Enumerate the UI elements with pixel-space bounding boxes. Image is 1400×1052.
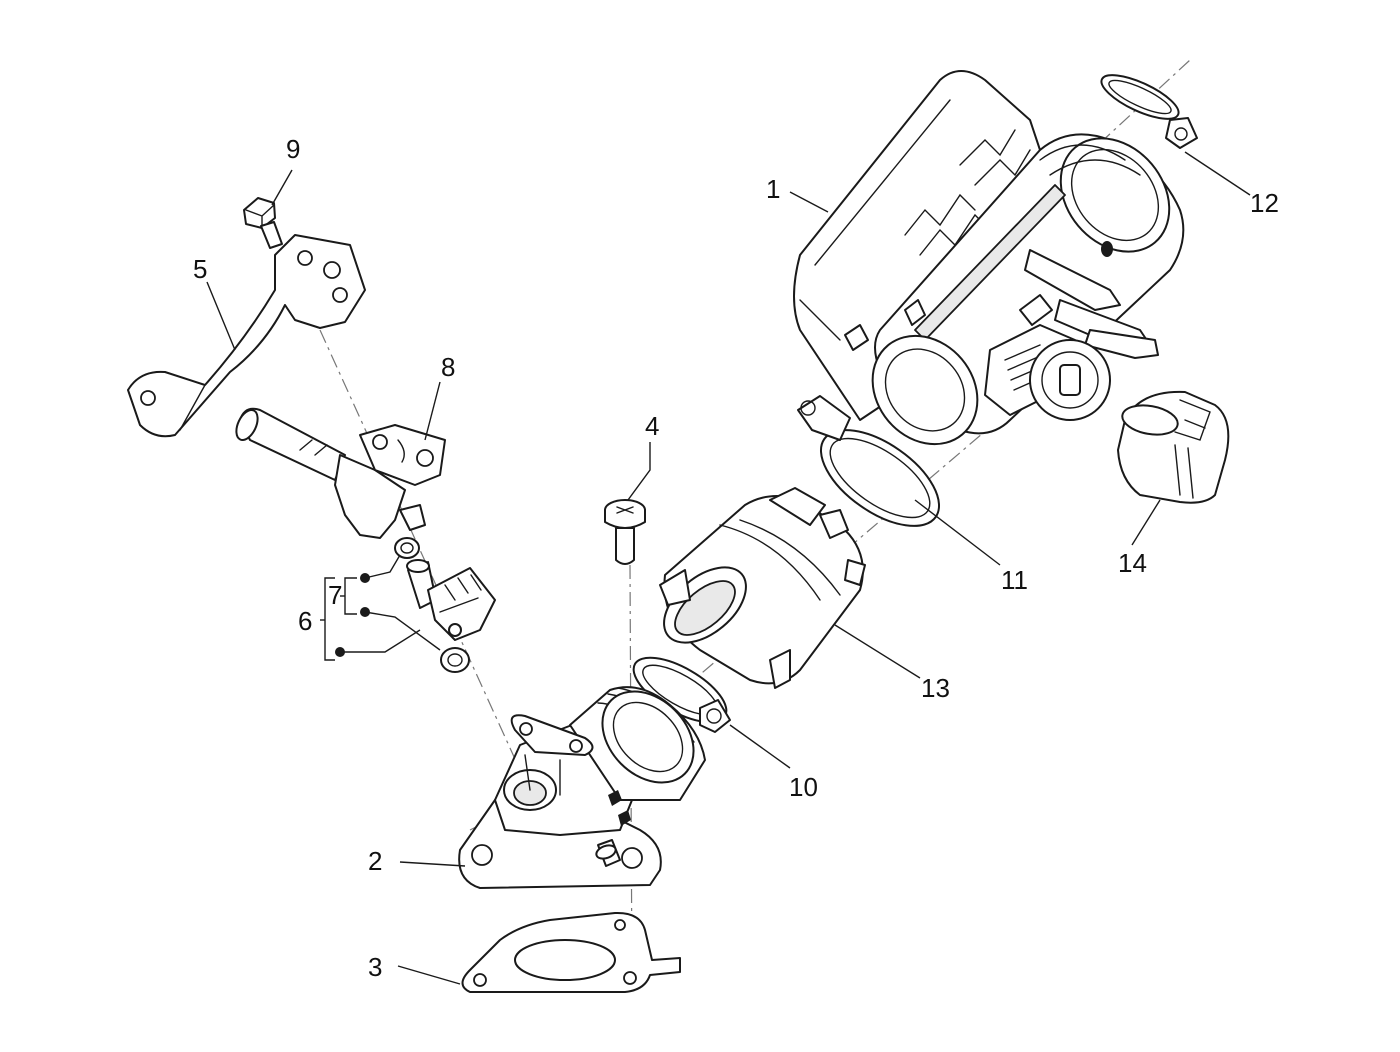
rubber-cap-part <box>1117 390 1230 504</box>
throttle-body-part <box>793 70 1185 446</box>
callout-8: 8 <box>441 352 455 382</box>
callout-group-dots <box>335 554 441 657</box>
callout-6: 6 <box>298 606 312 636</box>
callout-4: 4 <box>645 411 659 441</box>
callout-leaders <box>206 151 1251 985</box>
callout-3: 3 <box>368 952 382 982</box>
callout-14: 14 <box>1118 548 1147 578</box>
callout-labels: 1 2 3 4 5 6 7 8 9 10 11 12 13 14 <box>193 134 1279 982</box>
screw-part <box>604 499 646 565</box>
gasket-part <box>461 911 681 993</box>
callout-13: 13 <box>921 673 950 703</box>
callout-2: 2 <box>368 846 382 876</box>
callout-1: 1 <box>766 174 780 204</box>
callout-5: 5 <box>193 254 207 284</box>
callout-11: 11 <box>1001 565 1028 595</box>
hose-clip-top-part <box>1100 74 1198 149</box>
hose-clip-middle-part <box>797 395 941 527</box>
callout-9: 9 <box>286 134 300 164</box>
hose-clip-lower-part <box>632 656 731 733</box>
intake-coupling-part <box>659 487 866 689</box>
callout-12: 12 <box>1250 188 1279 218</box>
intake-manifold-part <box>458 686 706 889</box>
sensor-oring-part <box>394 537 496 673</box>
callout-group-bracket <box>320 577 357 661</box>
bracket-part <box>127 234 366 438</box>
sensor-bracket-part <box>235 407 446 539</box>
callout-7: 7 <box>328 580 342 610</box>
callout-10: 10 <box>789 772 818 802</box>
bolt-part <box>243 197 283 249</box>
